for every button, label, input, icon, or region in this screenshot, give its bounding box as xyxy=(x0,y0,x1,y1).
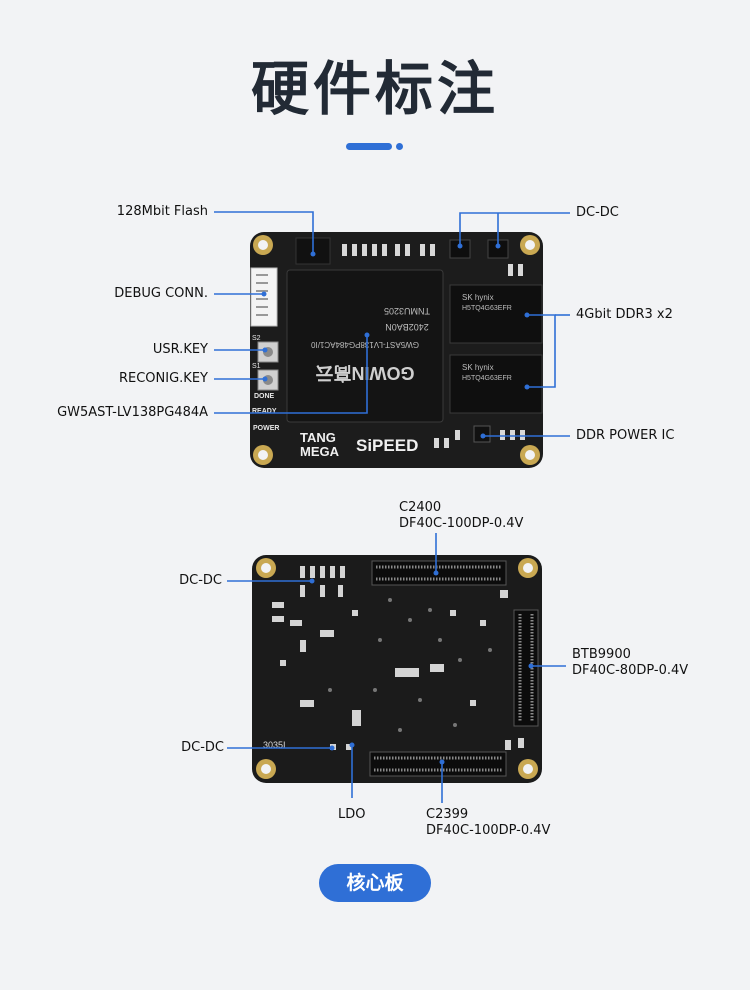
label-usr-key: USR.KEY xyxy=(152,342,208,357)
silk-sipeed: SiPEED xyxy=(356,436,418,455)
debug-connector xyxy=(250,267,278,327)
btb9900-connector xyxy=(513,609,539,727)
label-btb-part: DF40C-80DP-0.4V xyxy=(572,663,689,678)
bottom-passives xyxy=(272,566,524,750)
silk-power: POWER xyxy=(253,425,279,432)
bottom-vias xyxy=(328,598,492,732)
label-c2400-part: DF40C-100DP-0.4V xyxy=(399,516,524,531)
mounting-hole xyxy=(520,445,540,465)
top-leader-dots xyxy=(261,243,530,439)
silk-done: DONE xyxy=(254,393,275,400)
silk-mega: MEGA xyxy=(300,444,340,459)
chip-date-text: 2402BA0N xyxy=(385,322,429,332)
mounting-hole xyxy=(253,445,273,465)
label-btb-name: BTB9900 xyxy=(572,647,631,662)
ddr-brand-text: SK hynix xyxy=(462,293,494,302)
top-passives xyxy=(342,244,523,276)
label-dcdc-bottom: DC-DC xyxy=(181,740,224,755)
top-board xyxy=(250,232,543,468)
core-board-badge: 核心板 xyxy=(319,864,431,902)
label-c2399-part: DF40C-100DP-0.4V xyxy=(426,823,551,838)
c2400-connector xyxy=(371,560,507,586)
page-title: 硬件标注 xyxy=(250,55,499,123)
label-dcdc-top: DC-DC xyxy=(576,205,619,220)
mounting-hole xyxy=(253,235,273,255)
mounting-hole xyxy=(518,759,538,779)
label-ddr-power: DDR POWER IC xyxy=(576,428,675,443)
label-debug-conn: DEBUG CONN. xyxy=(114,286,208,301)
label-ldo: LDO xyxy=(338,807,366,822)
ddr-part-text: H5TQ4G63EFR xyxy=(462,305,512,312)
bottom-leader-dots xyxy=(309,570,534,765)
label-dcdc-bottom-top: DC-DC xyxy=(179,573,222,588)
mounting-hole xyxy=(518,558,538,578)
label-reconfig-key: RECONIG.KEY xyxy=(118,371,208,386)
bottom-silk-code: 3035I xyxy=(263,740,286,750)
top-leader-lines xyxy=(214,211,570,437)
label-flash: 128Mbit Flash xyxy=(116,204,208,219)
bottom-board xyxy=(252,555,542,783)
title-underline-dot xyxy=(396,143,403,150)
label-ddr3: 4Gbit DDR3 x2 xyxy=(576,307,673,322)
label-c2400-name: C2400 xyxy=(399,500,442,515)
mounting-hole xyxy=(256,759,276,779)
label-fpga: GW5AST-LV138PG484A xyxy=(57,405,208,420)
ddr-part-text: H5TQ4G63EFR xyxy=(462,375,512,382)
bottom-leader-lines xyxy=(227,533,566,803)
ddr-brand-text: SK hynix xyxy=(462,363,494,372)
mounting-hole xyxy=(520,235,540,255)
silk-tang: TANG xyxy=(300,430,336,445)
fpga-chip xyxy=(286,269,444,423)
chip-lot-text: TNMU3205 xyxy=(384,306,430,316)
chip-part-text: GW5AST-LV138PG484AC1/I0 xyxy=(310,340,418,349)
chip-brand-text: GOWIN高云 xyxy=(316,363,415,384)
title-underline xyxy=(346,143,392,150)
ddr-chip xyxy=(449,354,543,414)
silk-s1: S1 xyxy=(252,363,261,370)
silk-s2: S2 xyxy=(252,335,261,342)
silk-ready: READY xyxy=(252,408,277,415)
c2399-connector xyxy=(369,751,507,777)
mounting-hole xyxy=(256,558,276,578)
label-c2399-name: C2399 xyxy=(426,807,469,822)
